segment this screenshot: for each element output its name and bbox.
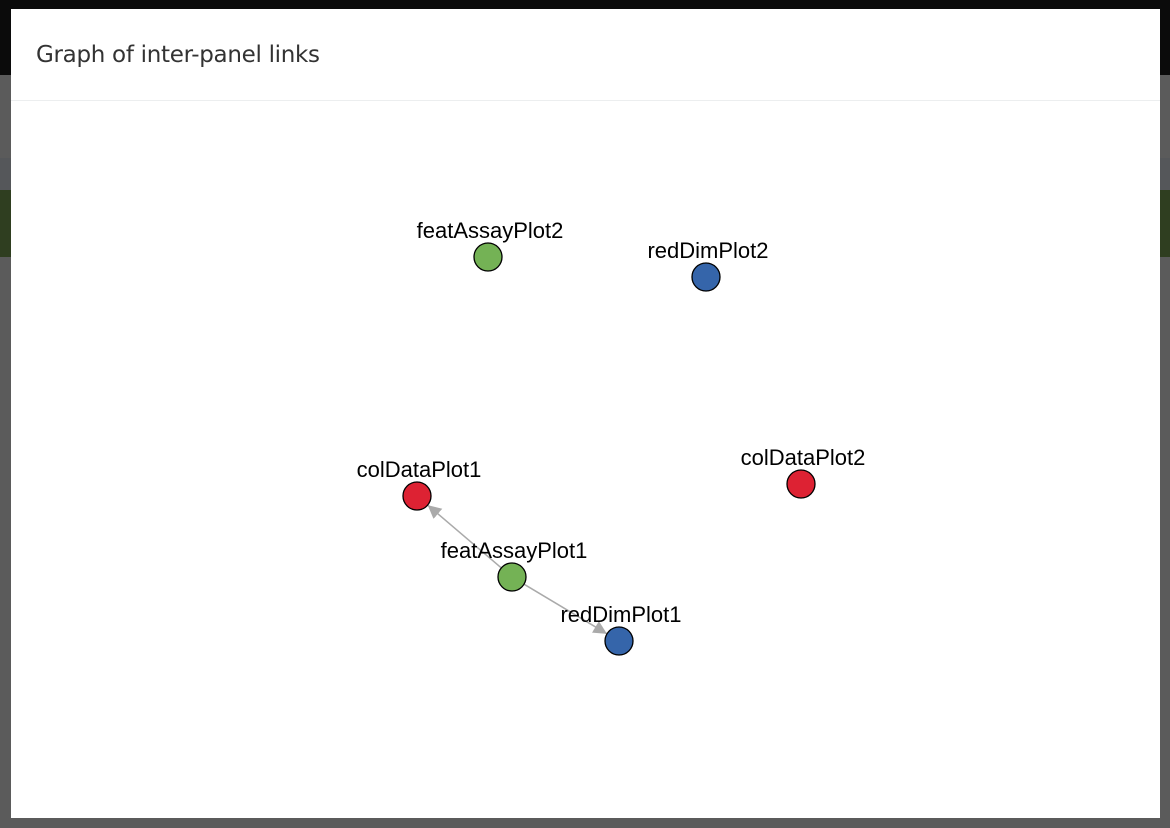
node-redDimPlot1[interactable]	[604, 626, 634, 656]
node-colDataPlot1[interactable]	[402, 481, 432, 511]
links-graph-modal: Graph of inter-panel links	[11, 9, 1160, 818]
node-label: redDimPlot2	[647, 238, 768, 263]
modal-header: Graph of inter-panel links	[11, 9, 1160, 101]
node-label: colDataPlot2	[741, 445, 866, 470]
node-label: featAssayPlot2	[417, 218, 564, 243]
edge-featAssayPlot1-to-colDataPlot1	[427, 504, 502, 569]
edge-featAssayPlot1-to-redDimPlot1	[523, 583, 608, 635]
node-featAssayPlot1[interactable]	[497, 562, 527, 592]
node-colDataPlot2[interactable]	[786, 469, 816, 499]
node-label: redDimPlot1	[560, 602, 681, 627]
node-redDimPlot2[interactable]	[691, 262, 721, 292]
node-featAssayPlot2[interactable]	[473, 242, 503, 272]
node-label: featAssayPlot1	[441, 538, 588, 563]
modal-title: Graph of inter-panel links	[36, 41, 320, 68]
node-label: colDataPlot1	[357, 457, 482, 482]
